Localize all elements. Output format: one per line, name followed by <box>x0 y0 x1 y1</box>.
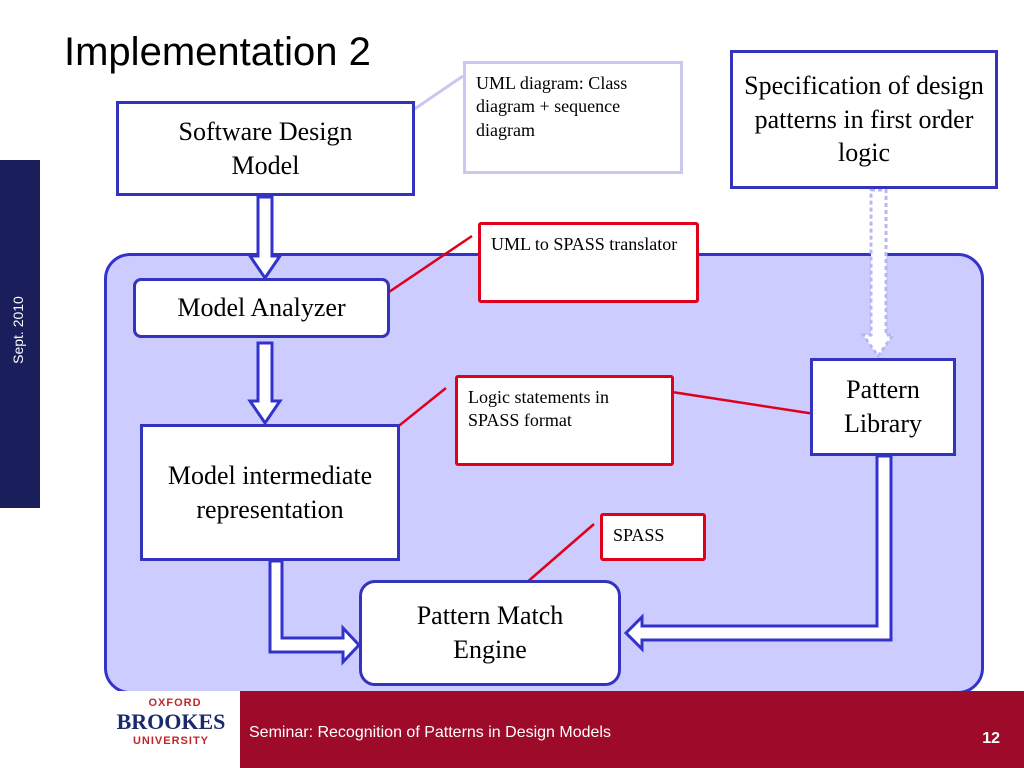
node-pattern-library-label: Pattern Library <box>844 375 922 438</box>
logo-oxford-text: OXFORD <box>148 697 202 709</box>
node-pattern-library: Pattern Library <box>810 358 956 456</box>
node-pattern-match-engine: Pattern Match Engine <box>359 580 621 686</box>
logo-university-text: UNIVERSITY <box>132 735 209 747</box>
arrow-library-to-engine <box>623 454 893 653</box>
arrow-ir-to-engine <box>268 559 362 666</box>
node-software-design-model-label: Software Design Model <box>178 116 353 180</box>
node-software-design-model: Software Design Model <box>116 101 415 196</box>
arrow-analyzer-to-ir <box>247 341 283 426</box>
note-uml-to-spass: UML to SPASS translator <box>478 222 699 303</box>
callout-uml-to-spass <box>379 234 473 300</box>
logo-brookes-text: BROOKES <box>116 709 226 734</box>
sidebar-band <box>0 160 40 508</box>
footer-logo-area <box>0 691 240 768</box>
callout-logic-to-library <box>671 390 829 418</box>
node-pattern-match-engine-label: Pattern Match Engine <box>416 601 564 664</box>
footer-seminar-title: Seminar: Recognition of Patterns in Desi… <box>249 724 611 741</box>
note-logic-statements: Logic statements in SPASS format <box>455 375 674 466</box>
footer-band <box>240 691 1024 768</box>
note-uml-diagram: UML diagram: Class diagram + sequence di… <box>463 61 683 174</box>
node-specification: Specification of design patterns in firs… <box>730 50 998 189</box>
note-spass: SPASS <box>600 513 706 561</box>
node-model-analyzer-label: Model Analyzer <box>177 293 346 323</box>
arrow-spec-to-library <box>860 188 896 359</box>
node-model-ir-label: Model intermediate representation <box>167 460 373 524</box>
node-specification-label: Specification of design patterns in firs… <box>744 70 984 168</box>
page-number: 12 <box>982 730 1000 747</box>
arrow-design-to-analyzer <box>247 195 283 281</box>
slide-title: Implementation 2 <box>64 30 371 74</box>
node-model-intermediate-representation: Model intermediate representation <box>140 424 400 561</box>
node-model-analyzer: Model Analyzer <box>133 278 390 338</box>
